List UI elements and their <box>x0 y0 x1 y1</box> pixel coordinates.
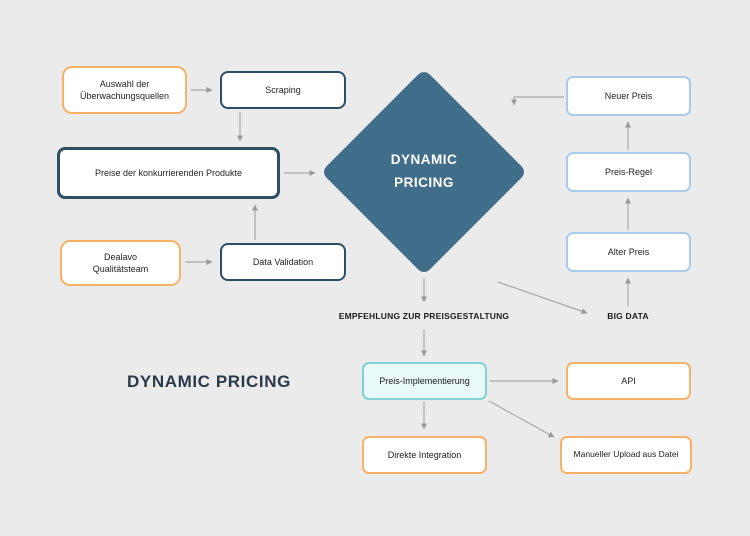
node-data-validation-label: Data Validation <box>252 256 314 267</box>
arrow-diamond-to-bigdata <box>497 281 588 315</box>
node-direkte-integration-label: Direkte Integration <box>387 449 462 460</box>
node-manueller-upload-label: Manueller Upload aus Datei <box>573 449 679 460</box>
node-auswahl-label: Auswahl der Überwachungsquellen <box>79 78 170 101</box>
label-big-data: BIG DATA <box>607 311 649 321</box>
node-dealavo-qualitaetsteam: Dealavo Qualitätsteam <box>60 240 181 286</box>
node-data-validation: Data Validation <box>220 243 346 281</box>
node-dealavo-label: Dealavo Qualitätsteam <box>92 251 149 274</box>
node-manueller-upload: Manueller Upload aus Datei <box>560 436 692 474</box>
node-neuer-preis: Neuer Preis <box>566 76 691 116</box>
node-preise-label: Preise der konkurrierenden Produkte <box>94 167 243 178</box>
node-preis-regel: Preis-Regel <box>566 152 691 192</box>
page-title: DYNAMIC PRICING <box>127 372 291 391</box>
node-scraping: Scraping <box>220 71 346 109</box>
arrow-neuerpreis-to-diamond <box>511 96 564 106</box>
node-scraping-label: Scraping <box>265 84 301 95</box>
node-api-label: API <box>621 375 636 386</box>
node-preis-implementierung-label: Preis-Implementierung <box>379 375 470 386</box>
node-alter-preis-label: Alter Preis <box>607 246 650 257</box>
arrow-preisimplementierung-to-manueller <box>488 400 555 438</box>
node-api: API <box>566 362 691 400</box>
node-direkte-integration: Direkte Integration <box>362 436 487 474</box>
node-preis-implementierung: Preis-Implementierung <box>362 362 487 400</box>
node-alter-preis: Alter Preis <box>566 232 691 272</box>
node-auswahl-ueberwachungsquellen: Auswahl der Überwachungsquellen <box>62 66 187 114</box>
label-empfehlung-zur-preisgestaltung: EMPFEHLUNG ZUR PREISGESTALTUNG <box>338 311 510 321</box>
node-preis-regel-label: Preis-Regel <box>604 166 653 177</box>
node-neuer-preis-label: Neuer Preis <box>604 90 653 101</box>
node-preise-konkurrierende-produkte: Preise der konkurrierenden Produkte <box>57 147 280 199</box>
diamond-dynamic-pricing-label: DYNAMIC PRICING <box>390 152 458 190</box>
